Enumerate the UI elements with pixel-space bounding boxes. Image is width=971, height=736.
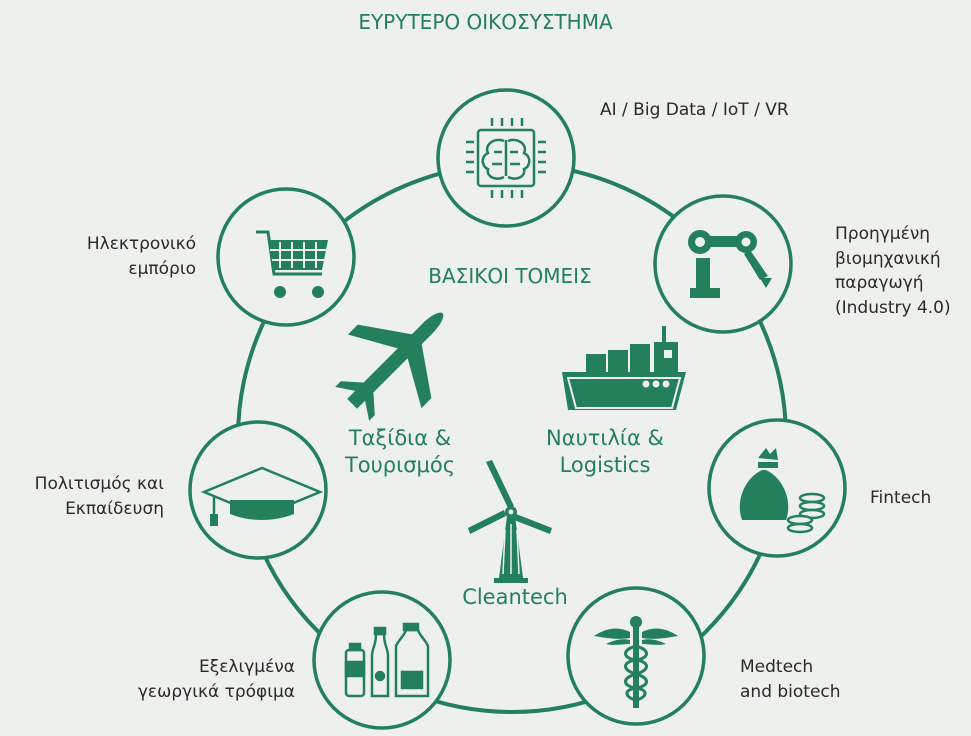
- label-agrifood: Εξελιγμένα γεωργικά τρόφιμα: [137, 657, 295, 702]
- label-culture-education: Πολιτισμός και Εκπαίδευση: [34, 474, 164, 519]
- node-ai: [436, 88, 576, 228]
- graduation-cap-icon: [200, 466, 324, 526]
- label-industry: Προηγμένη βιομηχανική παραγωγή (Industry…: [835, 224, 951, 318]
- node-industry: [653, 194, 793, 334]
- label-ai-bigdata: AI / Big Data / IoT / VR: [600, 100, 789, 120]
- core-sectors-title: ΒΑΣΙΚΟΙ ΤΟΜΕΙΣ: [428, 264, 592, 288]
- diagram-title: ΕΥΡΥΤΕΡΟ ΟΙΚΟΣΥΣΤΗΜΑ: [358, 10, 613, 34]
- node-medtech: [566, 586, 706, 726]
- node-culture: [188, 420, 328, 560]
- node-fintech: [707, 418, 847, 558]
- node-agrifood: [312, 590, 452, 730]
- sector-cleantech-label: Cleantech: [462, 585, 568, 609]
- cargo-ship-icon: [562, 326, 686, 410]
- food-bottles-icon: [344, 622, 430, 698]
- wind-turbine-icon: [468, 460, 552, 583]
- sector-shipping-logistics-label: Ναυτιλία & Logistics: [546, 426, 664, 478]
- caduceus-icon: [594, 616, 678, 708]
- money-bag-coins-icon: [739, 448, 826, 534]
- node-ecommerce: [216, 187, 356, 327]
- label-fintech: Fintech: [870, 488, 932, 508]
- robot-arm-icon: [688, 230, 772, 298]
- ai-chip-brain-icon: [466, 118, 546, 198]
- label-ecommerce: Ηλεκτρονικό εμπόριο: [86, 234, 196, 279]
- airplane-icon: [335, 312, 444, 421]
- sector-travel-tourism-label: Ταξίδια & Τουρισμός: [344, 426, 456, 478]
- shopping-cart-icon: [256, 230, 328, 298]
- label-medtech: Medtech and biotech: [740, 657, 841, 702]
